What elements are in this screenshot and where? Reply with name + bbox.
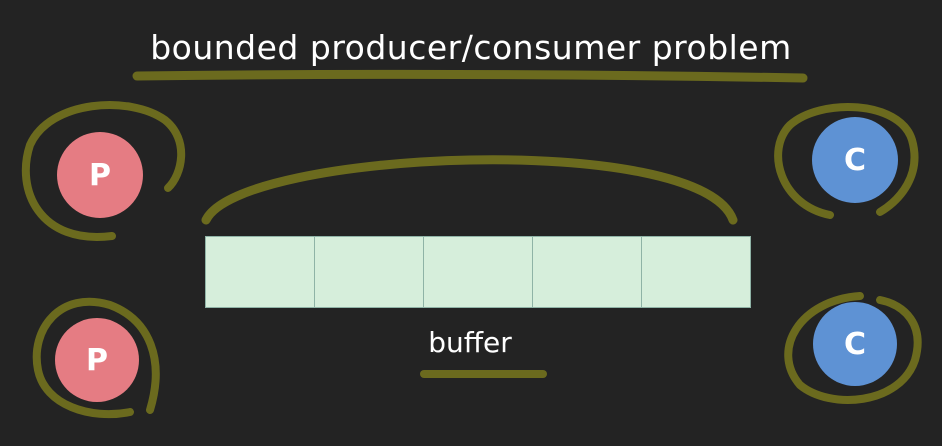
page-title: bounded producer/consumer problem — [150, 28, 792, 67]
producer-node-2: P — [55, 318, 139, 402]
buffer-slot — [206, 237, 315, 307]
consumer-1-scribble — [774, 103, 919, 219]
consumer-node-1: C — [812, 117, 898, 203]
consumer-label: C — [843, 326, 867, 362]
producer-label: P — [86, 342, 108, 378]
buffer-slot — [315, 237, 424, 307]
buffer-slot — [424, 237, 533, 307]
producer-label: P — [89, 157, 111, 193]
consumer-label: C — [843, 142, 867, 178]
producer-1-scribble — [21, 101, 186, 241]
title-underline — [132, 69, 808, 83]
consumer-node-2: C — [813, 302, 897, 386]
producer-node-1: P — [57, 132, 143, 218]
buffer — [205, 236, 751, 308]
buffer-label: buffer — [428, 326, 512, 359]
producer-2-scribble — [32, 297, 160, 419]
buffer-slot — [642, 237, 750, 307]
buffer-slot — [533, 237, 642, 307]
consumer-2-scribble — [784, 292, 922, 404]
buffer-arc — [201, 155, 738, 225]
